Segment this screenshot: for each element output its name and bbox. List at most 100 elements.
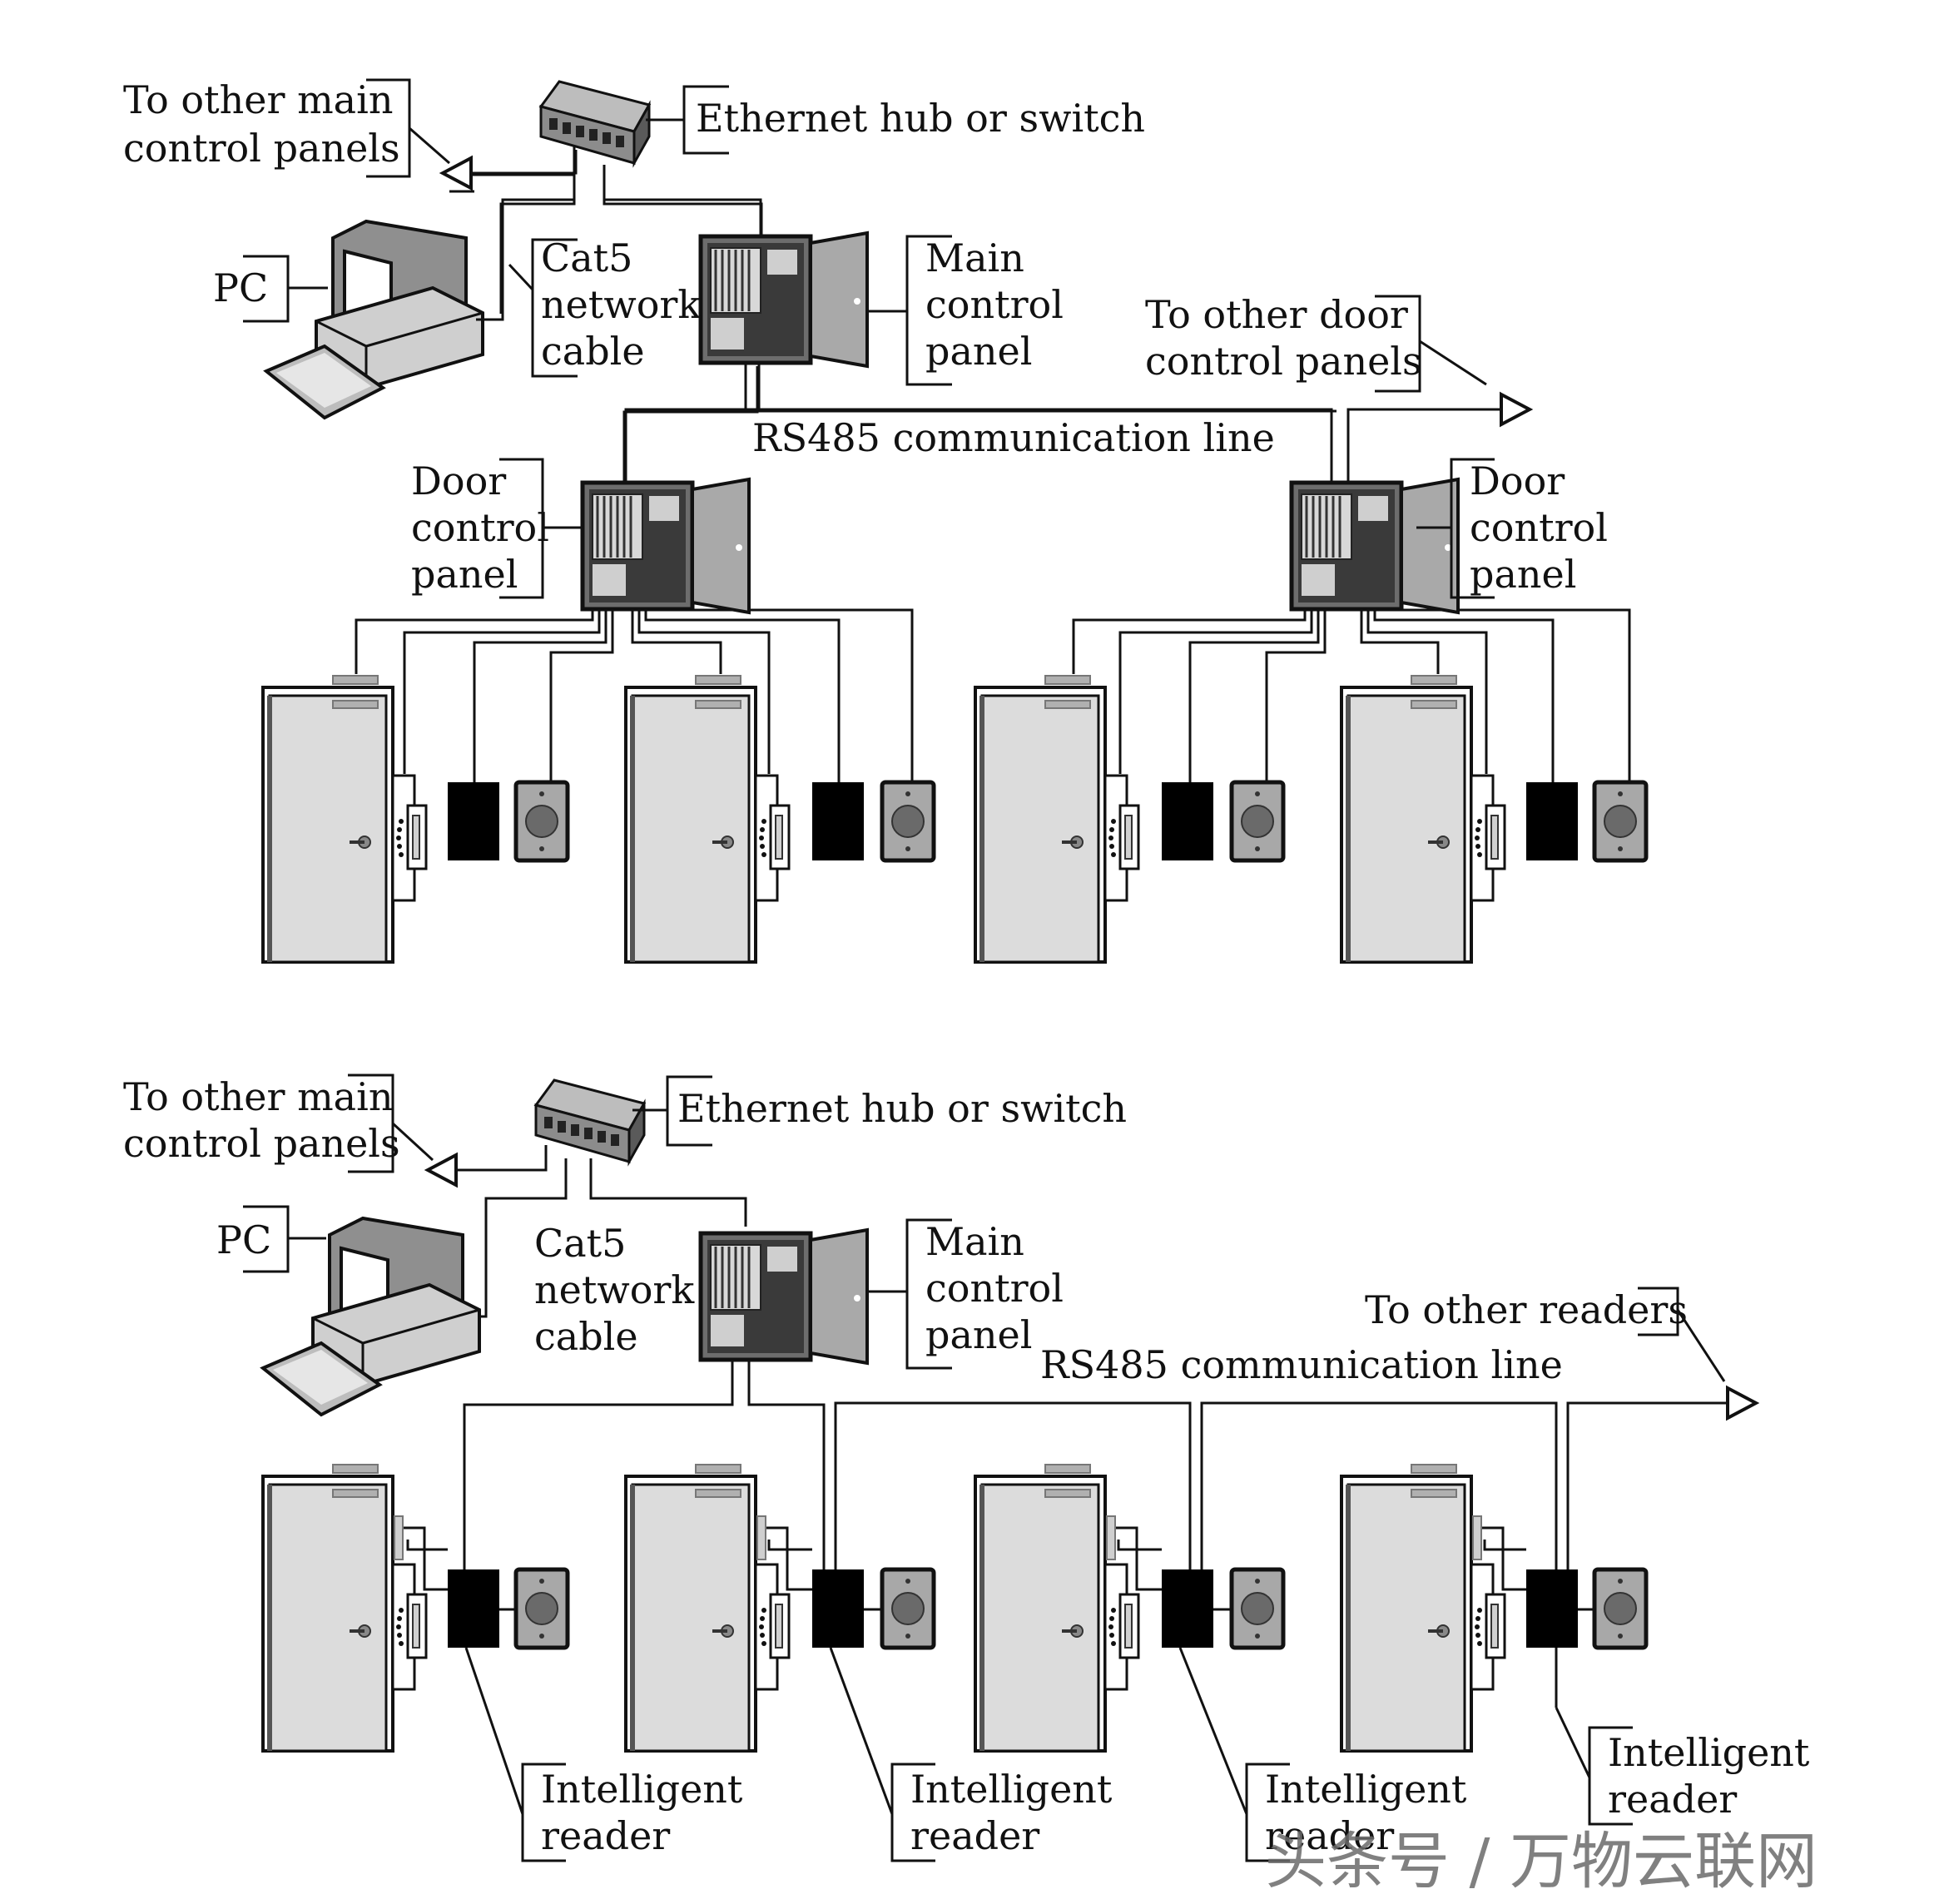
bottom-intelligent-reader-2 — [812, 1569, 864, 1648]
svg-text:Door: Door — [411, 459, 506, 503]
top-door-panel-left-line1: Door — [411, 459, 506, 503]
top-door-control-panel-right-icon — [1292, 479, 1458, 612]
top-card-reader-4 — [1526, 782, 1578, 860]
top-door-3 — [975, 676, 1105, 962]
bottom-exit-button-2 — [882, 1569, 934, 1648]
bottom-door-2 — [626, 1465, 756, 1751]
top-door-panel-right-line3: panel — [1470, 552, 1576, 597]
top-card-reader-2 — [812, 782, 864, 860]
svg-text:cable: cable — [541, 329, 645, 374]
top-strike-lock-1 — [391, 774, 428, 902]
svg-text:network: network — [541, 282, 702, 327]
bottom-to-other-main-line2: control panels — [123, 1121, 400, 1166]
top-exit-button-1 — [516, 782, 568, 860]
top-door-control-panel-left-icon — [583, 479, 749, 612]
top-pc-icon — [265, 220, 484, 419]
bottom-main-panel-line2: control — [925, 1266, 1064, 1311]
bottom-door-3 — [975, 1465, 1105, 1751]
top-door-panel-left-line2: control — [411, 505, 549, 550]
svg-text:PC: PC — [216, 1217, 271, 1262]
bottom-cat5-line1: Cat5 — [534, 1221, 626, 1266]
bottom-pc-icon — [261, 1217, 481, 1416]
top-door-1 — [263, 676, 393, 962]
bottom-cat5-line2: network — [534, 1267, 695, 1312]
top-door-panel-right-line2: control — [1470, 505, 1608, 550]
svg-text:Ethernet hub or switch: Ethernet hub or switch — [677, 1086, 1127, 1131]
bottom-intelligent-reader-4 — [1526, 1569, 1578, 1648]
bottom-to-other-main-line1: To other main — [123, 1074, 393, 1119]
reader-1-line1: Intelligent — [541, 1767, 743, 1812]
svg-text:control: control — [1470, 505, 1608, 550]
bottom-strike-lock-2 — [754, 1563, 791, 1691]
svg-text:control panels: control panels — [1145, 339, 1422, 384]
svg-text:To other main: To other main — [123, 1074, 393, 1119]
svg-text:panel: panel — [411, 552, 518, 597]
top-to-other-door-line1: To other door — [1145, 292, 1408, 337]
top-strike-lock-3 — [1103, 774, 1140, 902]
bottom-diagram: To other main control panels Ethernet hu… — [123, 1073, 1810, 1862]
bottom-arrow-to-other-readers-icon — [1726, 1386, 1758, 1420]
svg-text:Main: Main — [925, 236, 1024, 280]
top-door-2 — [626, 676, 756, 962]
bottom-ethernet-hub-icon — [534, 1078, 646, 1163]
bottom-cat5-line3: cable — [534, 1314, 638, 1359]
top-exit-button-3 — [1232, 782, 1283, 860]
top-rs485-label: RS485 communication line — [752, 415, 1275, 460]
svg-text:Cat5: Cat5 — [541, 236, 632, 280]
reader-3-line2: reader — [1265, 1813, 1394, 1858]
bottom-to-other-readers: To other readers — [1365, 1287, 1688, 1332]
svg-text:control: control — [411, 505, 549, 550]
top-arrow-to-other-door-icon — [1500, 393, 1531, 426]
reader-2-line2: reader — [910, 1813, 1039, 1858]
svg-text:reader: reader — [1608, 1777, 1737, 1822]
svg-text:PC: PC — [213, 265, 268, 310]
top-strike-lock-4 — [1470, 774, 1506, 902]
bottom-exit-button-3 — [1232, 1569, 1283, 1648]
svg-text:头条号 / 万物云联网: 头条号 / 万物云联网 — [1265, 1826, 1818, 1897]
reader-2-line1: Intelligent — [910, 1767, 1113, 1812]
svg-text:Cat5: Cat5 — [534, 1221, 626, 1266]
svg-text:reader: reader — [541, 1813, 670, 1858]
bottom-pc-label: PC — [216, 1217, 271, 1262]
top-door-panel-right-line1: Door — [1470, 459, 1565, 503]
bottom-intelligent-reader-1 — [448, 1569, 499, 1648]
top-main-panel-line1: Main — [925, 236, 1024, 280]
top-cat5-line2: network — [541, 282, 702, 327]
svg-text:control panels: control panels — [123, 126, 400, 171]
bottom-exit-button-4 — [1594, 1569, 1646, 1648]
reader-3-line1: Intelligent — [1265, 1767, 1467, 1812]
top-main-panel-line2: control — [925, 282, 1064, 327]
svg-text:Intelligent: Intelligent — [1608, 1730, 1810, 1775]
top-cat5-line1: Cat5 — [541, 236, 632, 280]
svg-text:To other main: To other main — [123, 77, 393, 122]
bottom-main-control-panel-icon — [701, 1230, 867, 1363]
top-pc-label: PC — [213, 265, 268, 310]
bottom-door-1 — [263, 1465, 393, 1751]
svg-text:Main: Main — [925, 1219, 1024, 1264]
top-door-panel-left-line3: panel — [411, 552, 518, 597]
bottom-main-panel-line3: panel — [925, 1312, 1032, 1357]
svg-text:Intelligent: Intelligent — [1265, 1767, 1467, 1812]
svg-text:panel: panel — [925, 1312, 1032, 1357]
watermark-text: 头条号 / 万物云联网 — [1265, 1826, 1818, 1897]
top-to-other-main-line2: control panels — [123, 126, 400, 171]
svg-text:Intelligent: Intelligent — [541, 1767, 743, 1812]
top-diagram: To other main control panels Ethernet hu… — [123, 77, 1646, 962]
bottom-intelligent-reader-3 — [1162, 1569, 1213, 1648]
svg-text:control: control — [925, 282, 1064, 327]
svg-text:Intelligent: Intelligent — [910, 1767, 1113, 1812]
svg-text:RS485 communication line: RS485 communication line — [1040, 1342, 1563, 1387]
bottom-exit-button-1 — [516, 1569, 568, 1648]
reader-4-line1: Intelligent — [1608, 1730, 1810, 1775]
top-to-other-door-line2: control panels — [1145, 339, 1422, 384]
top-card-reader-1 — [448, 782, 499, 860]
svg-text:control: control — [925, 1266, 1064, 1311]
top-exit-button-2 — [882, 782, 934, 860]
top-ethernet-hub-icon — [539, 80, 651, 165]
top-main-panel-line3: panel — [925, 329, 1032, 374]
svg-text:network: network — [534, 1267, 695, 1312]
top-card-reader-3 — [1162, 782, 1213, 860]
bottom-strike-lock-4 — [1470, 1563, 1506, 1691]
bottom-strike-lock-3 — [1103, 1563, 1140, 1691]
